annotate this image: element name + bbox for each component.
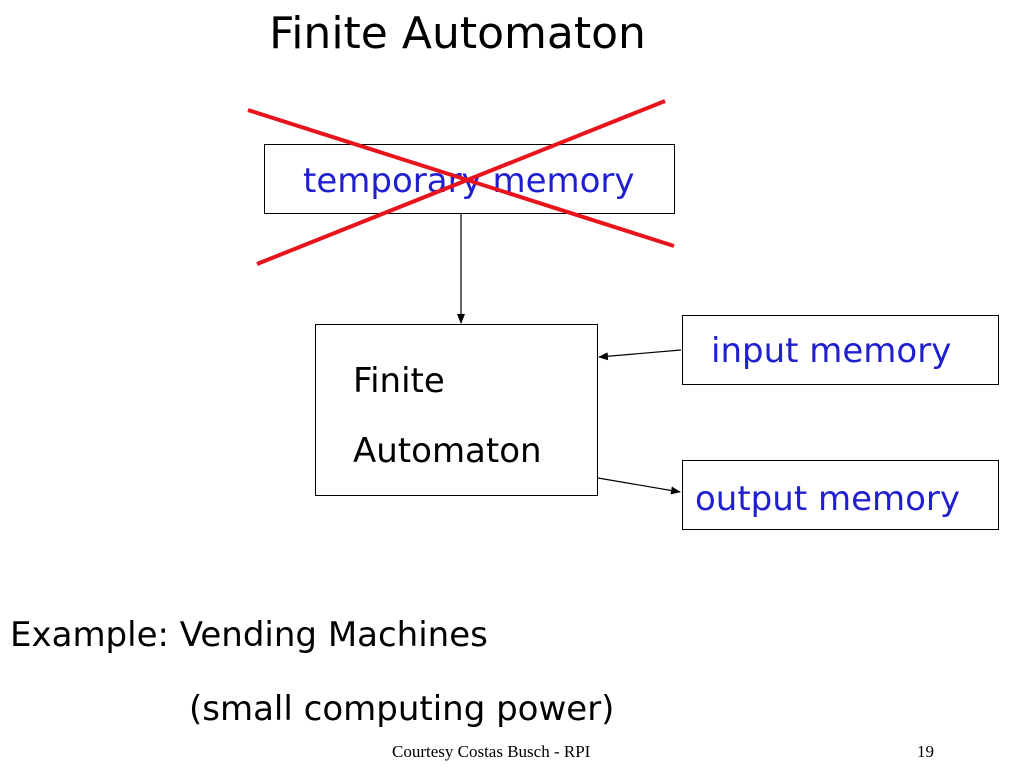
input-memory-arrow [598, 349, 682, 361]
page-number: 19 [917, 742, 934, 761]
output-memory-box: output memory [682, 460, 999, 530]
finite-automaton-box: Finite Automaton [315, 324, 598, 496]
input-memory-box: input memory [682, 315, 999, 385]
input-memory-label: input memory [711, 331, 952, 371]
example-sub-label: (small computing power) [189, 689, 615, 729]
cross-line-2 [256, 99, 666, 266]
output-memory-label: output memory [695, 479, 961, 519]
output-memory-arrow [597, 477, 681, 495]
temporary-memory-box: temporary memory [264, 144, 675, 214]
cross-line-1 [247, 108, 675, 248]
example-label: Example: Vending Machines [10, 615, 488, 655]
footer-credit: Courtesy Costas Busch - RPI [392, 742, 591, 761]
automaton-label-line1: Finite [353, 361, 445, 401]
automaton-label-line2: Automaton [353, 431, 542, 471]
slide-title: Finite Automaton [269, 8, 646, 59]
